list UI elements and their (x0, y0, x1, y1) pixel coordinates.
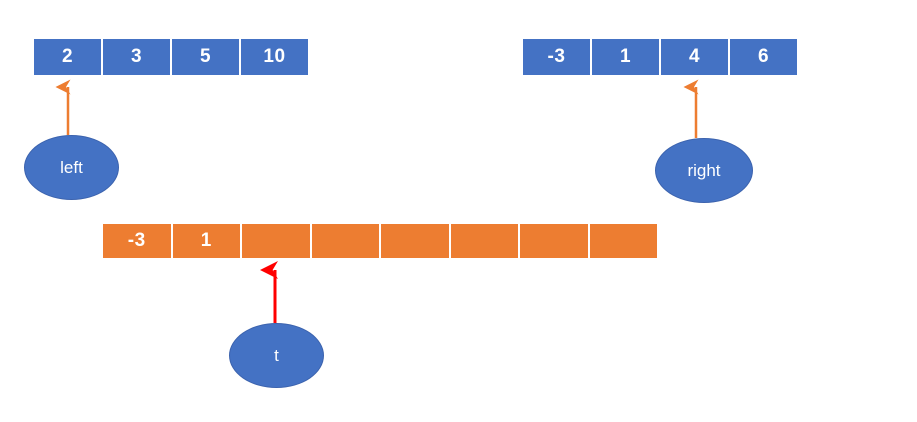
result-array-cell-4[interactable] (380, 223, 450, 259)
t-pointer-node[interactable]: t (229, 323, 324, 388)
right-array-cell-1[interactable]: 1 (591, 38, 660, 76)
right-pointer-node-label: right (687, 160, 721, 180)
result-array-cell-5[interactable] (449, 223, 519, 259)
result-array-cell-1[interactable]: 1 (171, 223, 241, 259)
result-array-cell-7[interactable] (588, 223, 658, 259)
right-array-cell-0[interactable]: -3 (522, 38, 591, 76)
right-array-cell-2[interactable]: 4 (660, 38, 729, 76)
left-array-cell-3[interactable]: 10 (240, 38, 309, 76)
result-array-cell-3[interactable] (310, 223, 380, 259)
left-pointer-node-label: left (60, 157, 83, 177)
left-array-cell-1[interactable]: 3 (102, 38, 171, 76)
t-pointer-node-label: t (274, 345, 279, 365)
left-pointer-node[interactable]: left (24, 135, 119, 200)
right-array-cell-3[interactable]: 6 (729, 38, 798, 76)
result-array-cell-0[interactable]: -3 (102, 223, 172, 259)
right-pointer-node[interactable]: right (655, 138, 753, 203)
left-array-cell-2[interactable]: 5 (171, 38, 240, 76)
result-array-cell-6[interactable] (519, 223, 589, 259)
result-array-cell-2[interactable] (241, 223, 311, 259)
left-array-cell-0[interactable]: 2 (33, 38, 102, 76)
